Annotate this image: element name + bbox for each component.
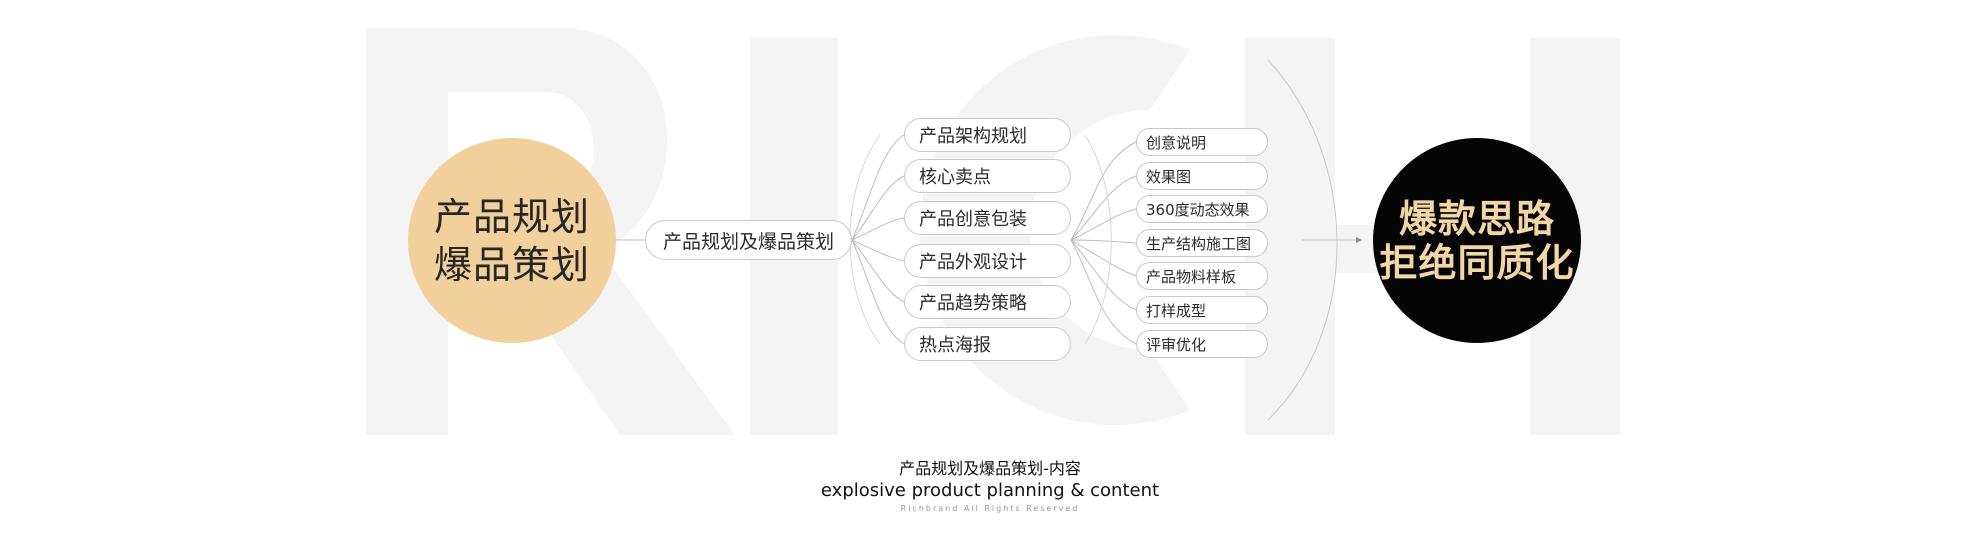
branch-item: 产品架构规划	[904, 118, 1071, 152]
left-circle-line1: 产品规划	[433, 194, 590, 239]
branch-item: 产品外观设计	[904, 244, 1071, 278]
branch-item: 热点海报	[904, 327, 1071, 361]
right-circle-line1: 爆款思路	[1398, 196, 1555, 241]
sub-item: 360度动态效果	[1136, 195, 1268, 223]
caption-title-zh: 产品规划及爆品策划-内容	[899, 459, 1081, 478]
center-node: 产品规划及爆品策划	[645, 220, 852, 260]
left-circle: 产品规划 爆品策划	[408, 138, 616, 343]
branch-item: 产品趋势策略	[904, 285, 1071, 319]
sub-item: 产品物料样板	[1136, 262, 1268, 290]
sub-item: 评审优化	[1136, 330, 1268, 358]
sub-item: 打样成型	[1136, 296, 1268, 324]
left-circle-line2: 爆品策划	[433, 242, 590, 287]
sub-item: 效果图	[1136, 162, 1268, 190]
caption-title-en: explosive product planning & content	[820, 480, 1160, 501]
sub-item: 创意说明	[1136, 128, 1268, 156]
right-circle: 爆款思路 拒绝同质化	[1373, 138, 1581, 343]
branch-item: 产品创意包装	[904, 201, 1071, 235]
sub-item: 生产结构施工图	[1136, 229, 1268, 257]
branch-item: 核心卖点	[904, 159, 1071, 193]
caption-rights: Richbrand All Rights Reserved	[900, 504, 1080, 513]
caption: 产品规划及爆品策划-内容 explosive product planning …	[0, 458, 1980, 516]
right-circle-line2: 拒绝同质化	[1379, 240, 1575, 285]
